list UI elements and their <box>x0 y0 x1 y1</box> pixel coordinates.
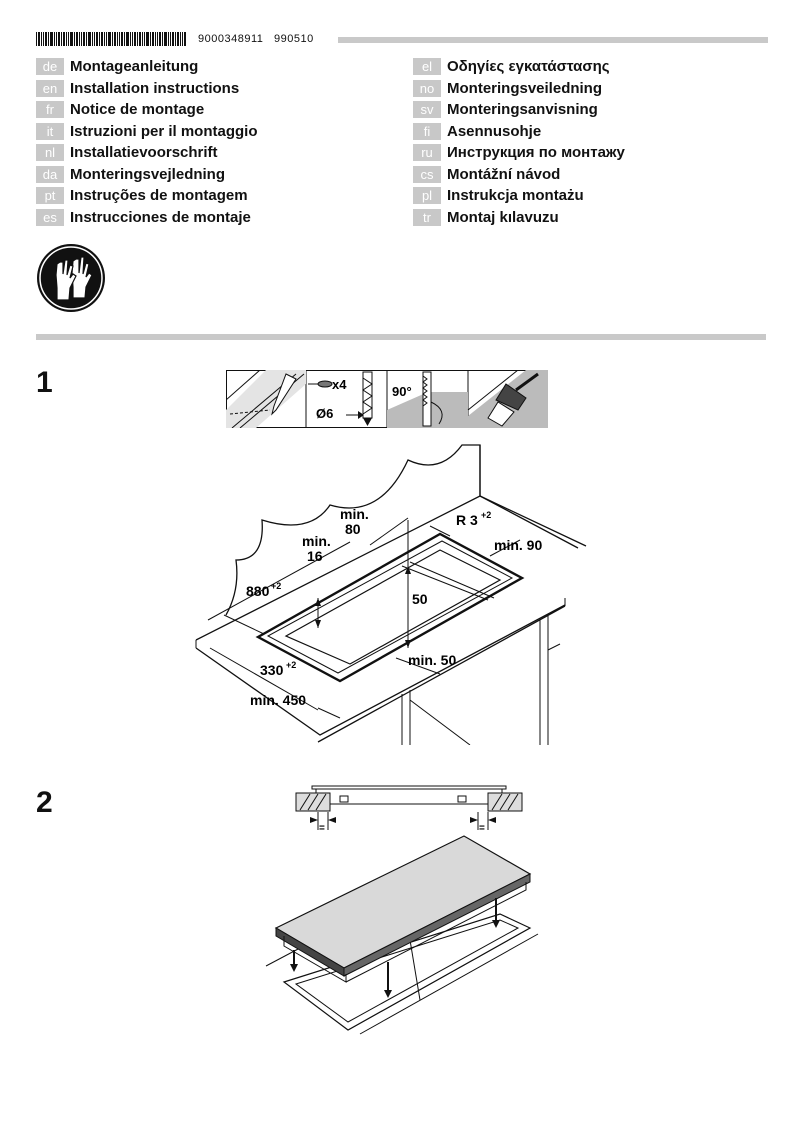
lang-code: ru <box>413 144 441 162</box>
lang-title: Notice de montage <box>70 101 205 119</box>
dim-880: 880 <box>246 583 270 599</box>
lang-title: Monteringsanvisning <box>447 101 598 119</box>
lang-row-es: es Instrucciones de montaje <box>36 207 258 229</box>
gloves-icon <box>37 244 105 312</box>
lang-row-fr: fr Notice de montage <box>36 99 258 121</box>
step-number-2: 2 <box>36 786 53 819</box>
dim-330-tolerance: +2 <box>286 660 296 670</box>
lang-code: no <box>413 79 441 97</box>
lang-code: tr <box>413 208 441 226</box>
dim-min80-b: 80 <box>345 521 361 537</box>
lang-code: pl <box>413 187 441 205</box>
angle-label: 90° <box>392 384 412 399</box>
lang-title: Installation instructions <box>70 79 240 97</box>
lang-row-ru: ru Инструкция по монтажу <box>413 142 625 164</box>
hob-cross-section-diagram: = = <box>295 785 523 834</box>
lang-code: fi <box>413 122 441 140</box>
worktop-section-right <box>487 792 523 812</box>
lang-title: Οδηγίες εγκατάστασης <box>447 58 610 76</box>
down-arrow-icon <box>290 898 500 998</box>
lang-code: sv <box>413 101 441 119</box>
lang-code: fr <box>36 101 64 119</box>
hob-glass-top <box>274 835 532 983</box>
lang-title: Instruções de montagem <box>70 187 248 205</box>
lang-title: Monteringsvejledning <box>70 165 226 183</box>
section-divider <box>36 334 766 340</box>
lang-title: Инструкция по монтажу <box>447 144 625 162</box>
dim-min450: min. 450 <box>250 692 306 708</box>
lang-code: da <box>36 165 64 183</box>
lang-row-cs: cs Montážní návod <box>413 164 625 186</box>
lang-code: es <box>36 208 64 226</box>
lang-title: Monteringsveiledning <box>447 79 603 97</box>
lang-code: en <box>36 79 64 97</box>
language-list-left: de Montageanleitung en Installation instru… <box>36 56 258 228</box>
dim-50: 50 <box>412 591 428 607</box>
lang-row-el: el Οδηγίες εγκατάστασης <box>413 56 625 78</box>
doc-number: 9000348911 <box>198 33 264 45</box>
lang-row-pl: pl Instrukcja montażu <box>413 185 625 207</box>
lang-title: Instrucciones de montaje <box>70 208 251 226</box>
svg-text:=: = <box>479 823 485 834</box>
hob-insertion-diagram <box>265 835 539 1035</box>
barcode <box>36 32 186 46</box>
pencil-icon <box>226 370 306 428</box>
lang-code: de <box>36 58 64 76</box>
saw-angle-icon: 90° <box>387 371 468 428</box>
lang-code: cs <box>413 165 441 183</box>
dim-min80-a: min. <box>340 506 369 522</box>
lang-row-pt: pt Instruções de montagem <box>36 185 258 207</box>
cutout-dimension-diagram: min. 80 min. 16 R 3 +2 min. 90 880 +2 50… <box>195 444 587 745</box>
dim-min16-a: min. <box>302 533 331 549</box>
date-code: 990510 <box>274 33 314 45</box>
cutout-outline <box>255 532 525 683</box>
brush-icon <box>467 370 548 428</box>
header-divider <box>338 37 768 43</box>
lang-code: nl <box>36 144 64 162</box>
dim-min50: min. 50 <box>408 652 456 668</box>
lang-title: Istruzioni per il montaggio <box>70 122 258 140</box>
tools-strip: x4 Ø6 90° <box>226 370 548 428</box>
document-number: 9000348911 990510 <box>198 33 314 45</box>
svg-text:=: = <box>319 823 325 834</box>
lang-row-nl: nl Installatievoorschrift <box>36 142 258 164</box>
lang-title: Montageanleitung <box>70 58 199 76</box>
dim-min16-b: 16 <box>307 548 323 564</box>
lang-row-da: da Monteringsvejledning <box>36 164 258 186</box>
lang-title: Installatievoorschrift <box>70 144 218 162</box>
lang-code: it <box>36 122 64 140</box>
lang-row-en: en Installation instructions <box>36 78 258 100</box>
dim-min90: min. 90 <box>494 537 542 553</box>
lang-code: el <box>413 58 441 76</box>
header-bar: 9000348911 990510 <box>36 32 768 48</box>
drill-diameter: Ø6 <box>316 406 333 421</box>
dim-880-tolerance: +2 <box>271 581 281 591</box>
lang-code: pt <box>36 187 64 205</box>
lang-row-fi: fi Asennusohje <box>413 121 625 143</box>
lang-row-it: it Istruzioni per il montaggio <box>36 121 258 143</box>
lang-title: Asennusohje <box>447 122 542 140</box>
worktop-section-left <box>295 792 331 812</box>
lang-row-de: de Montageanleitung <box>36 56 258 78</box>
lang-title: Montážní návod <box>447 165 561 183</box>
dim-330: 330 <box>260 662 284 678</box>
lang-title: Montaj kılavuzu <box>447 208 559 226</box>
language-list-right: el Οδηγίες εγκατάστασης no Monteringsveile… <box>413 56 625 228</box>
lang-title: Instrukcja montażu <box>447 187 584 205</box>
lang-row-tr: tr Montaj kılavuzu <box>413 207 625 229</box>
dim-r3: R 3 <box>456 512 478 528</box>
screw-count: x4 <box>332 377 347 392</box>
drill-bit-icon: x4 Ø6 <box>308 371 373 426</box>
step-number-1: 1 <box>36 366 53 399</box>
lang-row-no: no Monteringsveiledning <box>413 78 625 100</box>
lang-row-sv: sv Monteringsanvisning <box>413 99 625 121</box>
dim-r3-tolerance: +2 <box>481 510 491 520</box>
